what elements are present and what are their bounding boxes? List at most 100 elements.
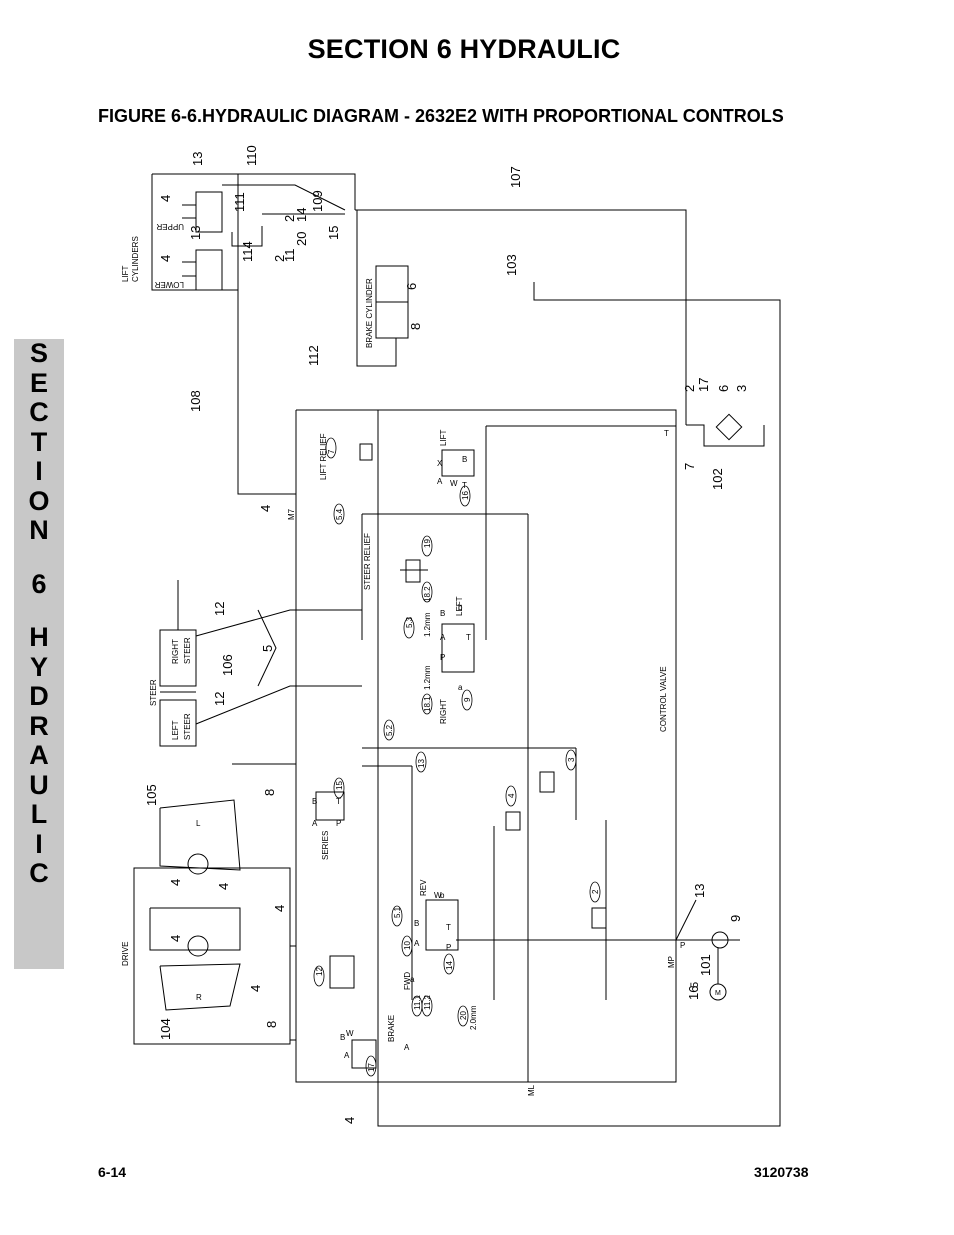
svg-text:13: 13 bbox=[188, 226, 203, 240]
series-valve bbox=[315, 791, 345, 821]
drive-label: DRIVE bbox=[121, 942, 130, 966]
svg-text:4: 4 bbox=[158, 255, 173, 262]
svg-text:8: 8 bbox=[408, 323, 423, 330]
hose-107-line bbox=[355, 209, 687, 425]
svg-text:8: 8 bbox=[264, 1021, 279, 1028]
svg-text:7: 7 bbox=[682, 463, 697, 470]
svg-text:4: 4 bbox=[507, 793, 516, 798]
svg-text:BRAKE: BRAKE bbox=[387, 1015, 396, 1042]
fwd-valve bbox=[329, 955, 355, 989]
svg-text:4: 4 bbox=[342, 1117, 357, 1124]
svg-text:7: 7 bbox=[327, 449, 336, 454]
upper-drive-motor bbox=[187, 853, 209, 875]
brake-cylinder-label: BRAKE CYLINDER bbox=[365, 278, 374, 348]
svg-text:B: B bbox=[340, 1033, 345, 1042]
svg-text:W: W bbox=[434, 891, 442, 900]
svg-text:4: 4 bbox=[248, 985, 263, 992]
svg-text:P: P bbox=[336, 819, 341, 828]
hose-107: 107 bbox=[508, 166, 523, 188]
tab-letter: D bbox=[29, 681, 49, 711]
svg-text:9: 9 bbox=[463, 697, 472, 702]
svg-text:15: 15 bbox=[335, 781, 344, 790]
svg-text:14: 14 bbox=[445, 961, 454, 970]
hose-101: 101 bbox=[698, 954, 713, 976]
svg-text:B: B bbox=[414, 919, 419, 928]
svg-text:6: 6 bbox=[404, 283, 419, 290]
hose-110: 110 bbox=[244, 145, 259, 166]
lift-valve bbox=[441, 449, 475, 477]
svg-text:3: 3 bbox=[567, 757, 576, 762]
svg-text:P: P bbox=[446, 943, 451, 952]
tab-letter: C bbox=[29, 858, 49, 888]
svg-text:12: 12 bbox=[212, 692, 227, 706]
upper-lift-cylinder bbox=[195, 191, 223, 233]
hose-112-line bbox=[356, 210, 397, 367]
hose-106-line bbox=[195, 609, 296, 637]
svg-text:P: P bbox=[440, 653, 445, 662]
svg-text:10: 10 bbox=[403, 941, 412, 950]
tab-letter: Y bbox=[29, 651, 48, 682]
svg-text:2: 2 bbox=[282, 215, 297, 222]
hose-110-line bbox=[222, 173, 356, 210]
tab-letter: C bbox=[29, 397, 49, 427]
section-side-tab[interactable]: S E C T I O N 6 H Y D R A U L I C bbox=[14, 338, 64, 969]
svg-text:5: 5 bbox=[689, 982, 701, 988]
hose-112: 112 bbox=[306, 345, 321, 366]
hose-109-line bbox=[222, 184, 346, 211]
svg-text:T: T bbox=[466, 633, 471, 642]
steer-relief-label: STEER RELIEF bbox=[363, 533, 372, 590]
svg-text:9: 9 bbox=[728, 915, 743, 922]
svg-text:15: 15 bbox=[326, 226, 341, 240]
svg-text:M: M bbox=[715, 990, 721, 997]
tab-letter: L bbox=[30, 799, 48, 829]
lower-lift-cylinder bbox=[195, 249, 223, 291]
svg-text:4: 4 bbox=[216, 883, 231, 890]
svg-text:13: 13 bbox=[417, 759, 426, 768]
svg-text:LIFT: LIFT bbox=[439, 429, 448, 446]
svg-text:16: 16 bbox=[686, 986, 701, 1000]
svg-text:3: 3 bbox=[734, 385, 749, 392]
tab-letter: R bbox=[29, 710, 49, 741]
svg-text:13: 13 bbox=[190, 152, 205, 166]
tab-letter: T bbox=[30, 426, 48, 457]
svg-text:1.2mm: 1.2mm bbox=[423, 612, 432, 637]
svg-text:14: 14 bbox=[294, 208, 309, 222]
hose-102: 102 bbox=[710, 468, 725, 490]
svg-text:A: A bbox=[404, 1043, 410, 1052]
svg-text:8: 8 bbox=[262, 789, 277, 796]
svg-text:11.2: 11.2 bbox=[423, 994, 432, 1010]
svg-text:W: W bbox=[450, 479, 458, 488]
svg-text:UPPER: UPPER bbox=[156, 222, 184, 231]
svg-text:LEFT: LEFT bbox=[455, 596, 464, 616]
drive-outline bbox=[133, 867, 291, 1045]
page-title: SECTION 6 HYDRAULIC bbox=[307, 34, 621, 64]
hose-114: 114 bbox=[240, 241, 255, 262]
svg-text:16: 16 bbox=[461, 491, 470, 500]
svg-text:B: B bbox=[462, 455, 467, 464]
figure-title: FIGURE 6-6.HYDRAULIC DIAGRAM - 2632E2 WI… bbox=[98, 106, 784, 126]
svg-text:20: 20 bbox=[294, 232, 309, 246]
svg-text:2: 2 bbox=[272, 255, 287, 262]
svg-text:5.3: 5.3 bbox=[405, 616, 414, 628]
svg-text:11: 11 bbox=[282, 249, 297, 263]
svg-text:RIGHT: RIGHT bbox=[439, 699, 448, 724]
svg-text:5.1: 5.1 bbox=[393, 906, 402, 918]
svg-text:R: R bbox=[196, 993, 202, 1002]
svg-text:12: 12 bbox=[212, 602, 227, 616]
hose-103: 103 bbox=[504, 254, 519, 276]
svg-text:W: W bbox=[346, 1029, 354, 1038]
svg-text:5: 5 bbox=[260, 645, 275, 652]
steer-valve bbox=[441, 623, 475, 673]
svg-text:a: a bbox=[410, 975, 415, 984]
drive-valve bbox=[425, 899, 459, 951]
svg-text:A: A bbox=[414, 939, 420, 948]
hose-105: 105 bbox=[144, 784, 159, 806]
hose-106: 106 bbox=[220, 654, 235, 676]
svg-text:RIGHT: RIGHT bbox=[171, 639, 180, 664]
svg-text:T: T bbox=[664, 429, 669, 438]
lift-relief-label: LIFT RELIEF bbox=[319, 433, 328, 480]
svg-text:4: 4 bbox=[258, 505, 273, 512]
hose-108: 108 bbox=[188, 390, 203, 412]
svg-text:5.4: 5.4 bbox=[335, 508, 344, 520]
svg-text:M7: M7 bbox=[287, 508, 296, 520]
